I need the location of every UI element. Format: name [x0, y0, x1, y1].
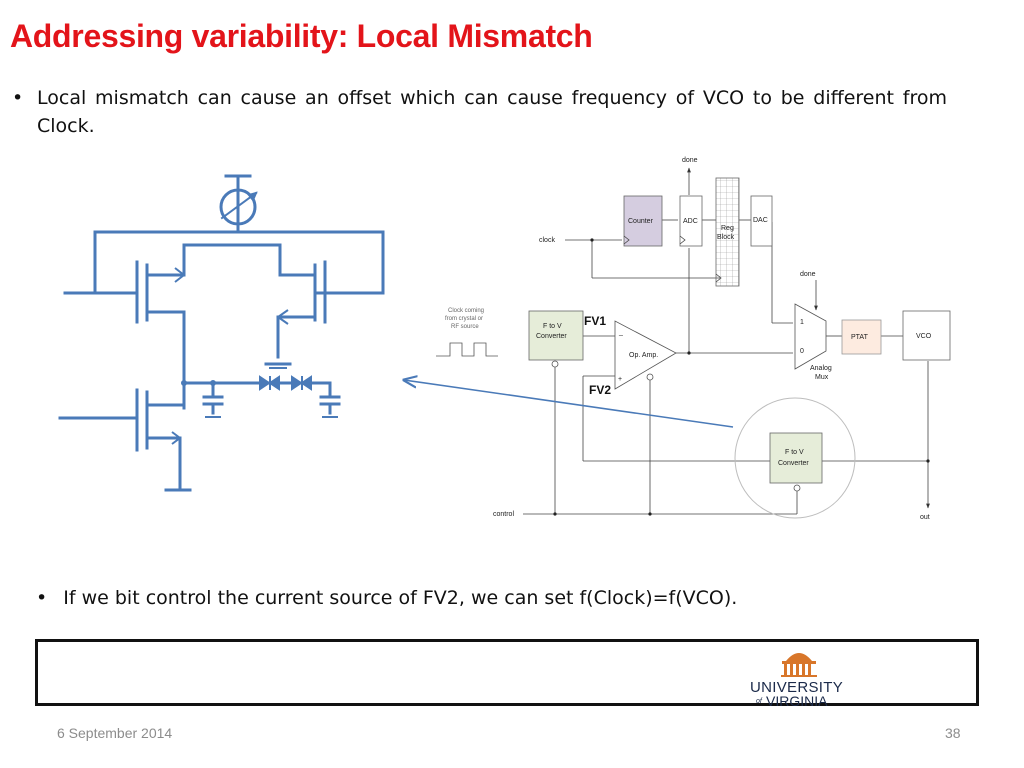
logo-text-line1: UNIVERSITY — [750, 679, 843, 696]
reg-block-label-1: Reg — [721, 225, 734, 232]
bullet-bit-control: • If we bit control the current source o… — [36, 584, 737, 612]
university-logo: UNIVERSITY of VIRGINIA — [750, 653, 843, 707]
mux-label-2: Mux — [815, 374, 829, 381]
slide-title: Addressing variability: Local Mismatch — [10, 18, 593, 54]
done-mux-label: done — [800, 271, 816, 278]
fv1-label: FV1 — [584, 314, 606, 328]
done-top-label: done — [682, 157, 698, 164]
footer-date: 6 September 2014 — [57, 725, 173, 741]
clock-source-label-2: from crystal or — [445, 316, 483, 322]
clock-label: clock — [539, 237, 555, 244]
opamp-plus: + — [618, 376, 622, 383]
dac-label: DAC — [753, 217, 768, 224]
control-label: control — [493, 511, 514, 518]
bullet-local-mismatch: • Local mismatch can cause an offset whi… — [12, 84, 947, 140]
counter-label: Counter — [628, 218, 654, 225]
out-label: out — [920, 514, 930, 521]
clock-source-label-1: Clock coming — [448, 308, 484, 314]
opamp-label: Op. Amp. — [629, 352, 658, 359]
mux-input-one: 1 — [800, 319, 804, 326]
bullet-marker: • — [12, 87, 24, 109]
fv-bottom-label-1: F to V — [785, 449, 804, 456]
circuit-schematic — [58, 174, 385, 492]
footer-banner — [35, 639, 979, 706]
page-number: 38 — [945, 725, 961, 741]
bullet-text: If we bit control the current source of … — [63, 587, 738, 609]
logo-text-of: of — [756, 698, 763, 705]
adc-label: ADC — [683, 218, 698, 225]
reg-block-label-2: Block — [717, 234, 735, 241]
bullet-text: Local mismatch can cause an offset which… — [37, 87, 947, 137]
opamp-minus: _ — [618, 329, 623, 336]
logo-text-line2: VIRGINIA — [766, 693, 828, 707]
fv2-label: FV2 — [589, 383, 611, 397]
bullet-marker: • — [36, 587, 48, 609]
fv-top-label-2: Converter — [536, 333, 567, 340]
ptat-label: PTAT — [851, 334, 869, 341]
fv-bottom-label-2: Converter — [778, 460, 809, 467]
clock-source-label-3: RF source — [451, 324, 479, 330]
mux-input-zero: 0 — [800, 348, 804, 355]
block-diagram: done Counter ADC Reg Block DAC clock don… — [400, 157, 951, 521]
fv-top-label-1: F to V — [543, 323, 562, 330]
mux-label-1: Analog — [810, 365, 832, 372]
vco-label: VCO — [916, 333, 932, 340]
